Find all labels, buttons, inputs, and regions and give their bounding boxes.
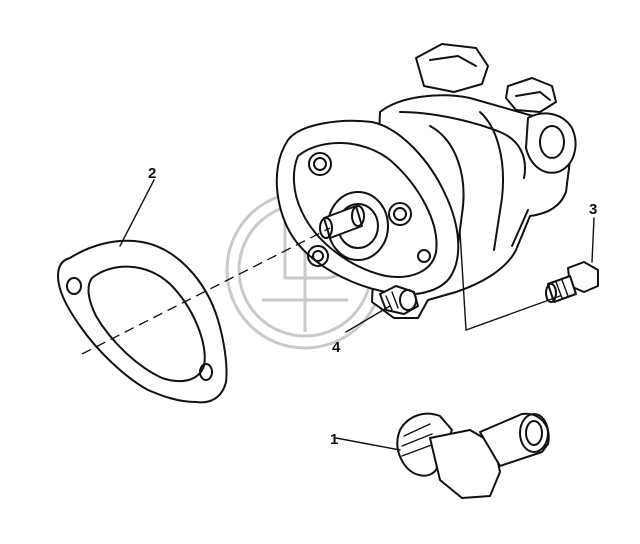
elbow-fitting: [396, 412, 550, 499]
callout-3: 3: [589, 201, 597, 218]
leader-lines: [119, 179, 595, 451]
callout-1: 1: [330, 431, 338, 448]
callout-2: 2: [148, 165, 156, 182]
callout-4: 4: [332, 339, 341, 356]
assembly-lines: [81, 227, 561, 355]
banjo-bolt: [545, 261, 599, 303]
gasket: [57, 239, 228, 404]
mounting-flange: [275, 119, 460, 296]
hex-plug: [415, 43, 577, 174]
